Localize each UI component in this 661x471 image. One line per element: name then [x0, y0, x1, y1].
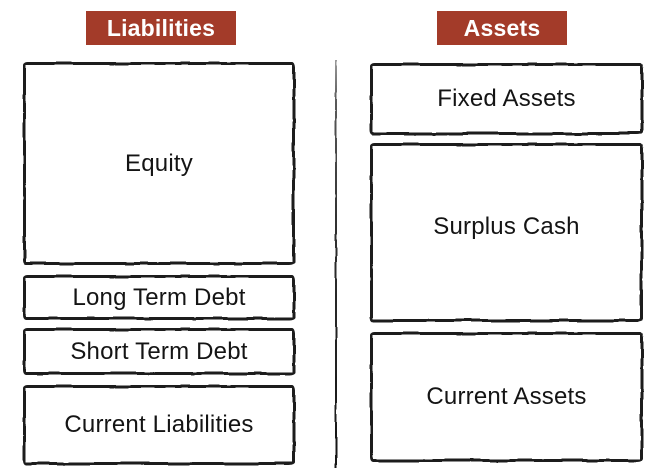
- equity-label: Equity: [125, 149, 193, 177]
- column-divider-line: [335, 60, 337, 468]
- assets-header-label: Assets: [463, 14, 541, 41]
- fixed-assets-box: Fixed Assets: [370, 63, 643, 135]
- surplus-cash-label: Surplus Cash: [433, 212, 580, 240]
- liabilities-header-badge: Liabilities: [86, 11, 236, 45]
- long-term-debt-label: Long Term Debt: [72, 283, 246, 311]
- surplus-cash-box: Surplus Cash: [370, 143, 643, 322]
- current-liabilities-box-border: [23, 385, 295, 465]
- equity-box: Equity: [23, 62, 295, 265]
- long-term-debt-box-border: [23, 275, 295, 320]
- surplus-cash-box-border: [370, 143, 643, 322]
- current-assets-label: Current Assets: [426, 383, 587, 410]
- short-term-debt-box-border: [23, 328, 295, 375]
- fixed-assets-label: Fixed Assets: [437, 85, 576, 112]
- liabilities-header-label: Liabilities: [106, 14, 216, 41]
- fixed-assets-box-border: [370, 63, 643, 135]
- equity-box-border: [23, 62, 295, 265]
- assets-header-badge: Assets: [437, 11, 567, 45]
- long-term-debt-box: Long Term Debt: [23, 275, 295, 320]
- current-liabilities-label: Current Liabilities: [64, 411, 254, 438]
- short-term-debt-label: Short Term Debt: [70, 337, 248, 365]
- short-term-debt-box: Short Term Debt: [23, 328, 295, 375]
- current-assets-box-border: [370, 332, 643, 462]
- current-assets-box: Current Assets: [370, 332, 643, 462]
- current-liabilities-box: Current Liabilities: [23, 385, 295, 465]
